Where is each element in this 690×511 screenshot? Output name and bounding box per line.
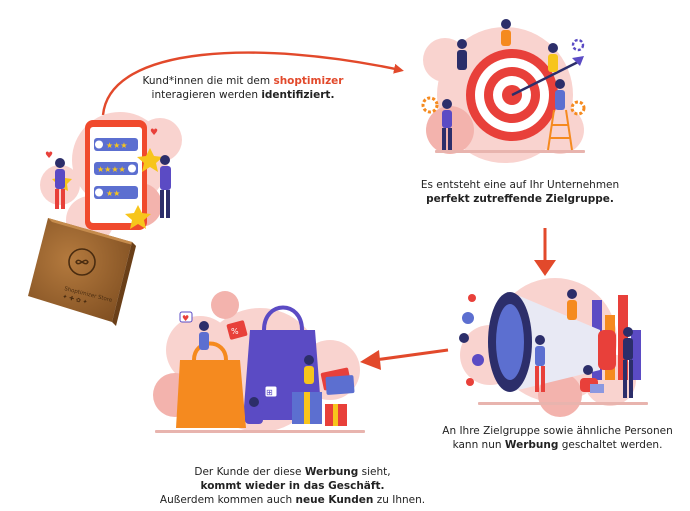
svg-text:♥: ♥ [150, 128, 158, 138]
caption-advertise-suffix: geschaltet werden. [558, 439, 663, 451]
wooden-device-icon: Shoptimizer Store ✦ ✚ ✿ ✦ [28, 218, 136, 326]
caption-return-line1-prefix: Der Kunde der diese [194, 466, 305, 478]
caption-target-bold: perfekt zutreffende Zielgruppe. [426, 193, 614, 205]
arrow-2-to-3 [534, 228, 556, 276]
svg-text:%: % [231, 327, 239, 336]
svg-text:♥: ♥ [45, 151, 53, 161]
caption-identify-bold: identifiziert. [261, 89, 335, 101]
caption-return-line1-suffix: sieht, [358, 466, 391, 478]
svg-text:★★★: ★★★ [106, 141, 128, 150]
caption-return-line3-prefix: Außerdem kommen auch [159, 494, 296, 506]
target-icon [421, 19, 586, 163]
caption-target-line1: Es entsteht eine auf Ihr Unternehmen [420, 179, 620, 191]
caption-identify-prefix: Kund*innen die mit dem [142, 75, 274, 87]
caption-return-line2-bold: kommt wieder in das Geschäft. [200, 480, 385, 492]
caption-return-line1-bold: Werbung [304, 466, 359, 478]
caption-return-line3-suffix: zu Ihnen. [373, 494, 426, 506]
caption-return: Der Kunde der diese Werbung sieht, kommt… [150, 465, 435, 507]
caption-identify-line2: interagieren werden [151, 89, 262, 101]
caption-identify: Kund*innen die mit dem shoptimizer inter… [138, 74, 348, 102]
caption-advertise: An Ihre Zielgruppe sowie ähnliche Person… [430, 424, 685, 452]
caption-return-line3-bold: neue Kunden [295, 494, 374, 506]
svg-text:♥: ♥ [182, 314, 189, 323]
caption-target-group: Es entsteht eine auf Ihr Unternehmen per… [400, 178, 640, 206]
caption-advertise-bold: Werbung [504, 439, 559, 451]
arrow-3-to-4 [360, 348, 449, 370]
svg-text:★★★★: ★★★★ [97, 165, 126, 174]
svg-text:★★: ★★ [106, 189, 120, 198]
brand-name: shoptimizer [273, 75, 344, 87]
arrow-1-to-2 [101, 51, 404, 116]
caption-advertise-prefix: kann nun [452, 439, 505, 451]
shopping-bags-icon: % ♥ ⊞ [153, 291, 365, 433]
megaphone-icon [459, 278, 648, 417]
svg-text:⊞: ⊞ [266, 388, 273, 397]
caption-advertise-line1: An Ihre Zielgruppe sowie ähnliche Person… [442, 425, 673, 437]
